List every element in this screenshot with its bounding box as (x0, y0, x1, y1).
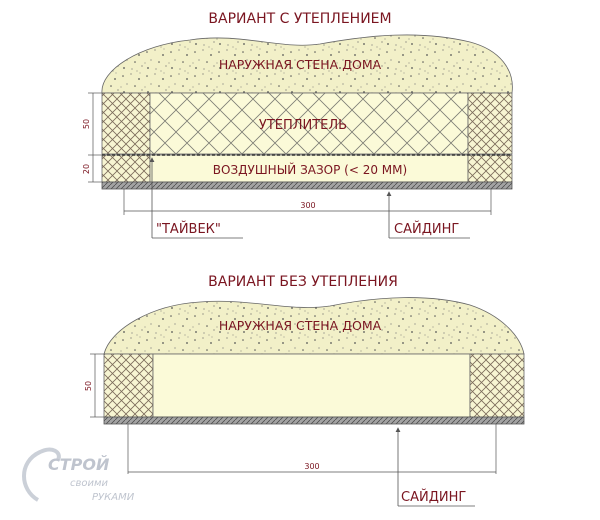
watermark-line2: своими (70, 478, 109, 489)
bottom-dim-50: 50 (84, 381, 93, 391)
top-air-gap-label: ВОЗДУШНЫЙ ЗАЗОР (< 20 ММ) (213, 162, 407, 177)
watermark-logo: СТРОЙ своими РУКАМИ (22, 447, 135, 503)
top-batten-left (101, 92, 151, 155)
top-title: ВАРИАНТ С УТЕПЛЕНИЕМ (208, 11, 391, 27)
top-insulation (149, 92, 469, 155)
bottom-siding-label: САЙДИНГ (401, 489, 466, 505)
bottom-batten-left (103, 353, 154, 418)
top-siding-label: САЙДИНГ (394, 221, 459, 237)
bottom-dim-300: 300 (304, 462, 319, 471)
bottom-wall-label: НАРУЖНАЯ СТЕНА ДОМА (219, 318, 382, 333)
top-batten-right (467, 92, 513, 155)
top-siding (101, 181, 513, 190)
watermark-brand: СТРОЙ (48, 455, 110, 474)
watermark-swoosh-icon (22, 447, 61, 502)
bottom-air-space (152, 353, 471, 418)
top-dim-300: 300 (300, 201, 315, 210)
bottom-batten-right (469, 353, 525, 418)
top-counter-batten-right (467, 154, 513, 183)
top-dim-50: 50 (82, 119, 91, 129)
top-membrane-label: "ТАЙВЕК" (156, 221, 221, 237)
top-dim-20: 20 (82, 164, 91, 174)
bottom-wall (103, 297, 525, 355)
bottom-siding (103, 416, 525, 425)
top-insulation-label: УТЕПЛИТЕЛЬ (259, 118, 347, 133)
watermark-line3: РУКАМИ (92, 492, 135, 503)
top-wall-label: НАРУЖНАЯ СТЕНА ДОМА (219, 57, 382, 72)
bottom-title: ВАРИАНТ БЕЗ УТЕПЛЕНИЯ (208, 274, 398, 290)
top-counter-batten-left (101, 154, 151, 183)
top-wall (101, 34, 513, 94)
